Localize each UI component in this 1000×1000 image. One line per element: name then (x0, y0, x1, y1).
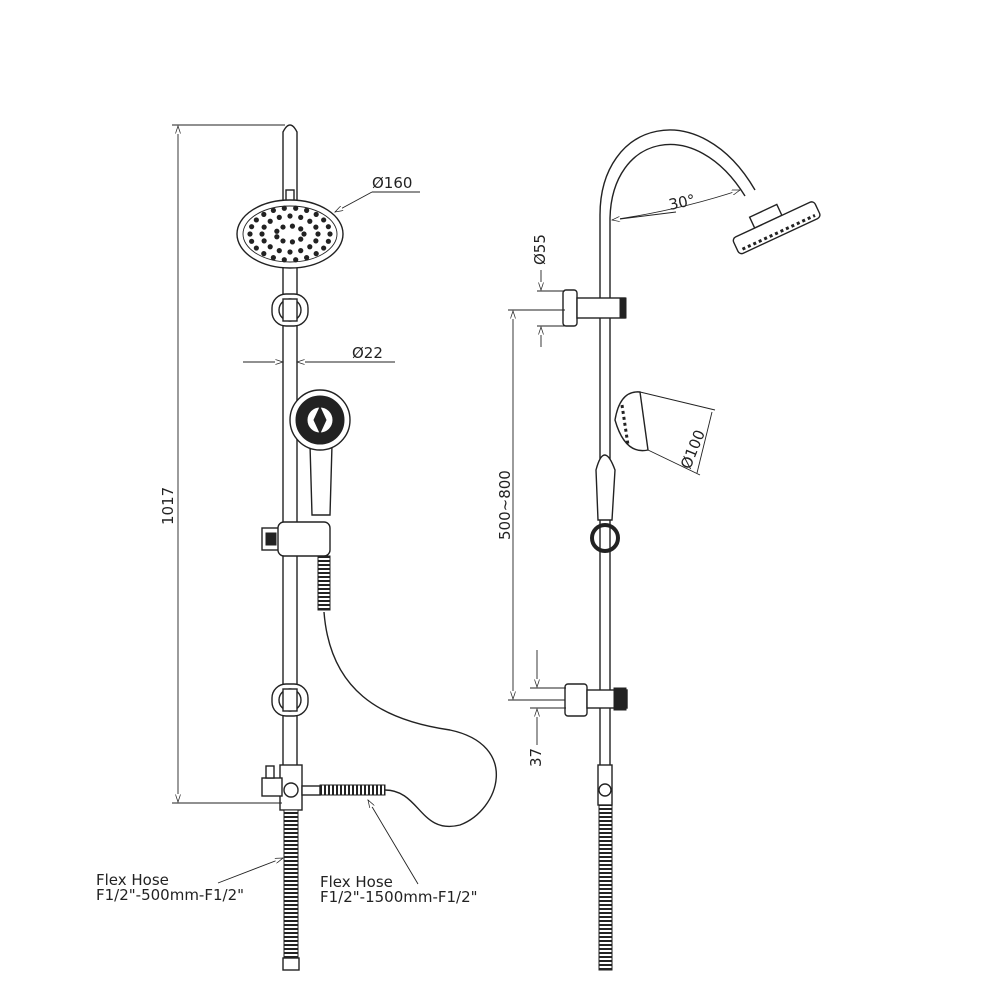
rail-diameter-label: Ø22 (352, 344, 383, 362)
nozzle-dot (249, 238, 255, 244)
short-hose-label-line1: Flex Hose (96, 871, 169, 889)
front-rail (282, 124, 298, 791)
dimension-head-diameter: Ø160 (335, 174, 420, 212)
nozzle-dot (253, 217, 259, 223)
nozzle-dot (280, 224, 286, 230)
callout-short-hose: Flex Hose F1/2"-500mm-F1/2" (96, 857, 283, 904)
bracket-spacing-label: 500~800 (496, 470, 514, 540)
nozzle-dot (281, 257, 287, 263)
nozzle-dot (298, 248, 304, 254)
nozzle-dot (298, 236, 304, 242)
nozzle-dot (247, 231, 253, 237)
nozzle-dot (261, 211, 267, 217)
nozzle-dot (270, 255, 276, 261)
nozzle-dot (253, 245, 259, 251)
front-slider (261, 521, 331, 557)
nozzle-dot (293, 257, 299, 263)
front-hose-nut (282, 957, 300, 971)
nozzle-dot (325, 238, 331, 244)
dimension-rail-diameter: Ø22 (243, 344, 395, 362)
front-long-hose (323, 611, 497, 828)
nozzle-dot (313, 211, 319, 217)
nozzle-dot (307, 218, 313, 224)
nozzle-dot (261, 224, 267, 230)
side-diverter (597, 764, 613, 806)
dimension-bracket-diameter: Ø55 (531, 234, 565, 347)
side-wall-bracket-bottom (564, 683, 628, 717)
front-hose-coil (317, 555, 331, 611)
nozzle-dot (289, 239, 296, 245)
nozzle-dot (315, 231, 321, 237)
nozzle-dot (325, 224, 331, 230)
overall-height-label: 1017 (159, 487, 177, 525)
nozzle-dot (259, 231, 265, 237)
nozzle-dot (313, 224, 319, 230)
nozzle-dot (261, 251, 267, 257)
nozzle-dot (281, 205, 287, 211)
front-wall-bracket-top (271, 293, 309, 327)
dimension-overall-height: 1017 (159, 124, 285, 804)
front-hand-shower (289, 389, 351, 516)
nozzle-dot (321, 245, 327, 251)
nozzle-dot (313, 251, 319, 257)
side-view: 30° Ø55 500~800 37 Ø100 (496, 129, 821, 971)
head-diameter-label: Ø160 (372, 174, 412, 192)
dimension-bracket-spacing: 500~800 (496, 309, 565, 701)
nozzle-dot (276, 214, 282, 220)
side-gooseneck-arm (599, 129, 756, 770)
nozzle-dot (327, 231, 333, 237)
long-hose-label-line1: Flex Hose (320, 873, 393, 891)
side-bottom-hose (598, 804, 613, 971)
front-horizontal-hose (319, 784, 386, 796)
nozzle-dot (280, 238, 286, 244)
front-bottom-hose (283, 809, 299, 971)
bracket-diameter-label: Ø55 (531, 234, 549, 265)
nozzle-dot (270, 207, 276, 213)
side-shower-head (732, 201, 821, 255)
nozzle-dot (276, 248, 282, 254)
nozzle-dot (307, 244, 313, 250)
dimension-handshower-diameter: Ø100 (639, 391, 716, 476)
nozzle-dot (293, 205, 299, 211)
nozzle-dot (267, 218, 273, 224)
nozzle-dot (289, 223, 296, 229)
dimension-arm-angle: 30° (612, 189, 740, 220)
nozzle-dot (287, 249, 293, 255)
nozzle-dot (304, 207, 310, 213)
side-slider-ring (590, 523, 620, 553)
nozzle-dot (321, 217, 327, 223)
nozzle-dot (261, 238, 267, 244)
short-hose-label-line2: F1/2"-500mm-F1/2" (96, 886, 244, 904)
side-hand-shower (595, 391, 649, 521)
nozzle-dot (274, 234, 280, 240)
arm-angle-label: 30° (667, 191, 697, 214)
nozzle-dot (298, 214, 304, 220)
dimension-bracket-offset: 37 (527, 650, 566, 767)
long-hose-label-line2: F1/2"-1500mm-F1/2" (320, 888, 478, 906)
nozzle-dot (301, 231, 307, 237)
nozzle-dot (249, 224, 255, 230)
nozzle-dot (304, 255, 310, 261)
callout-long-hose: Flex Hose F1/2"-1500mm-F1/2" (320, 800, 478, 906)
front-shower-head (236, 189, 344, 269)
bracket-offset-label: 37 (527, 748, 545, 767)
handshower-diameter-label: Ø100 (677, 427, 709, 471)
nozzle-dot (267, 244, 273, 250)
nozzle-dot (298, 226, 304, 232)
nozzle-dot (313, 238, 319, 244)
front-wall-bracket-bottom (271, 683, 309, 717)
front-view: Ø160 Ø22 1017 Flex Hose F1/2"-500mm-F1/2… (96, 124, 497, 971)
nozzle-dot (274, 228, 280, 234)
nozzle-dot (287, 213, 293, 219)
side-wall-bracket-top (562, 289, 627, 327)
